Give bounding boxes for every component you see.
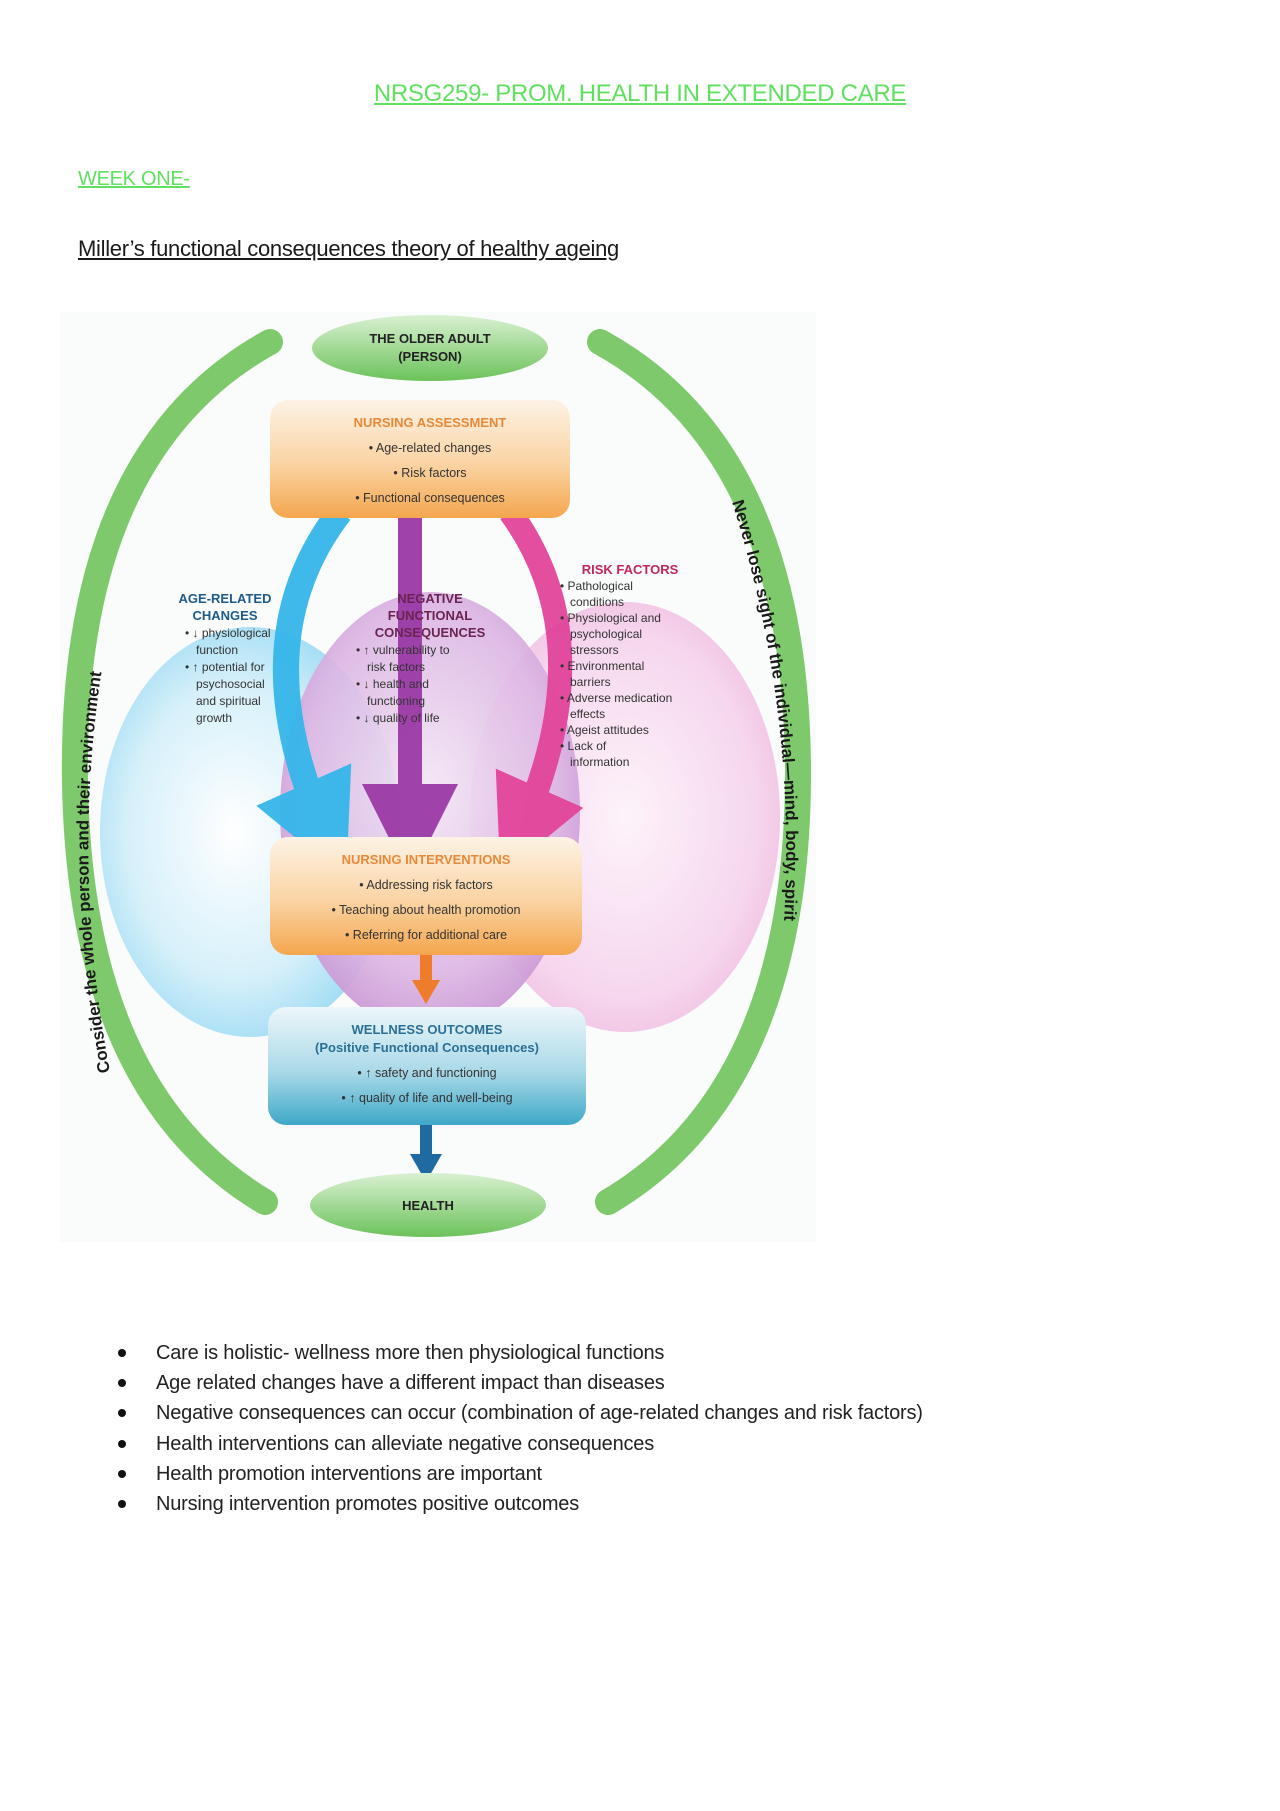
negative-title: NEGATIVE — [397, 591, 463, 606]
age-related-title: CHANGES — [192, 608, 257, 623]
risk-line: • Environmental — [560, 659, 644, 673]
health-node — [310, 1173, 546, 1237]
section-subtitle: Miller’s functional consequences theory … — [78, 236, 619, 261]
risk-line: • Physiological and — [560, 611, 661, 625]
risk-line: psychological — [570, 627, 642, 641]
bullet-text: Health promotion interventions are impor… — [156, 1462, 542, 1485]
bullet-icon — [118, 1469, 126, 1478]
nursing-assessment-box — [270, 400, 570, 518]
pink-arrow — [495, 504, 584, 876]
bullet-icon — [118, 1500, 126, 1509]
risk-line: barriers — [570, 675, 611, 689]
list-item: Health promotion interventions are impor… — [118, 1459, 923, 1489]
age-related-line: function — [196, 643, 238, 657]
negative-title: CONSEQUENCES — [375, 625, 486, 640]
summary-bullet-list: Care is holistic- wellness more then phy… — [118, 1338, 923, 1519]
risk-line: stressors — [570, 643, 619, 657]
wellness-item: • ↑ quality of life and well-being — [341, 1091, 512, 1105]
risk-line: conditions — [570, 595, 624, 609]
left-green-arc — [61, 329, 283, 1215]
interventions-title: NURSING INTERVENTIONS — [342, 852, 511, 867]
risk-line: information — [570, 755, 629, 769]
blue-down-arrow — [410, 1125, 442, 1182]
wellness-title: WELLNESS OUTCOMES — [352, 1022, 503, 1037]
risk-line: • Adverse medication — [560, 691, 672, 705]
older-adult-line1: THE OLDER ADULT — [369, 331, 490, 346]
assessment-item: • Risk factors — [393, 466, 466, 480]
list-item: Nursing intervention promotes positive o… — [118, 1489, 923, 1519]
wellness-subtitle: (Positive Functional Consequences) — [315, 1040, 539, 1055]
orange-arrow — [412, 955, 440, 1004]
negative-title: FUNCTIONAL — [388, 608, 473, 623]
bullet-text: Care is holistic- wellness more then phy… — [156, 1342, 665, 1364]
bullet-icon — [118, 1439, 126, 1448]
wellness-item: • ↑ safety and functioning — [357, 1066, 496, 1080]
negative-line: functioning — [367, 694, 425, 708]
assessment-item: • Functional consequences — [355, 491, 505, 505]
negative-line: • ↑ vulnerability to — [356, 643, 450, 657]
older-adult-node — [312, 315, 548, 381]
list-item: Health interventions can alleviate negat… — [118, 1429, 923, 1459]
assessment-item: • Age-related changes — [369, 441, 492, 455]
right-green-arc — [587, 329, 812, 1215]
bullet-text: Health interventions can alleviate negat… — [156, 1432, 655, 1455]
document-title: NRSG259- PROM. HEALTH IN EXTENDED CARE — [373, 80, 907, 107]
negative-line: • ↓ health and — [356, 677, 429, 691]
bullet-text: Age related changes have a different imp… — [156, 1372, 665, 1395]
interventions-item: • Addressing risk factors — [359, 878, 493, 892]
miller-theory-diagram: THE OLDER ADULT (PERSON) NURSING ASSESSM… — [60, 312, 816, 1242]
nursing-interventions-box — [270, 837, 582, 955]
age-related-line: growth — [196, 711, 232, 725]
bullet-icon — [118, 1379, 126, 1388]
risk-line: • Pathological — [560, 579, 633, 593]
blue-arrow — [256, 504, 352, 880]
risk-factors-title: RISK FACTORS — [582, 562, 679, 577]
risk-line: • Lack of — [560, 739, 607, 753]
risk-line: effects — [570, 707, 605, 721]
health-label: HEALTH — [402, 1198, 454, 1213]
age-related-title: AGE-RELATED — [179, 591, 272, 606]
bullet-icon — [118, 1349, 126, 1357]
list-item: Negative consequences can occur (combina… — [118, 1398, 923, 1428]
bullet-text: Nursing intervention promotes positive o… — [156, 1493, 580, 1516]
week-heading: WEEK ONE- — [78, 168, 190, 190]
list-item: Care is holistic- wellness more then phy… — [118, 1338, 923, 1368]
diagram-svg: THE OLDER ADULT (PERSON) NURSING ASSESSM… — [61, 315, 812, 1237]
age-related-line: • ↑ potential for — [185, 660, 265, 674]
older-adult-line2: (PERSON) — [398, 349, 462, 364]
bullet-text: Negative consequences can occur (combina… — [156, 1402, 923, 1425]
list-item: Age related changes have a different imp… — [118, 1368, 923, 1398]
age-related-line: and spiritual — [196, 694, 261, 708]
assessment-title: NURSING ASSESSMENT — [354, 415, 507, 430]
interventions-item: • Teaching about health promotion — [331, 903, 520, 917]
interventions-item: • Referring for additional care — [345, 928, 507, 942]
negative-line: • ↓ quality of life — [356, 711, 440, 725]
negative-line: risk factors — [367, 660, 425, 674]
wellness-outcomes-box — [268, 1007, 586, 1125]
bullet-icon — [118, 1409, 126, 1418]
age-related-line: • ↓ physiological — [185, 626, 271, 640]
risk-line: • Ageist attitudes — [560, 723, 649, 737]
age-related-line: psychosocial — [196, 677, 265, 691]
